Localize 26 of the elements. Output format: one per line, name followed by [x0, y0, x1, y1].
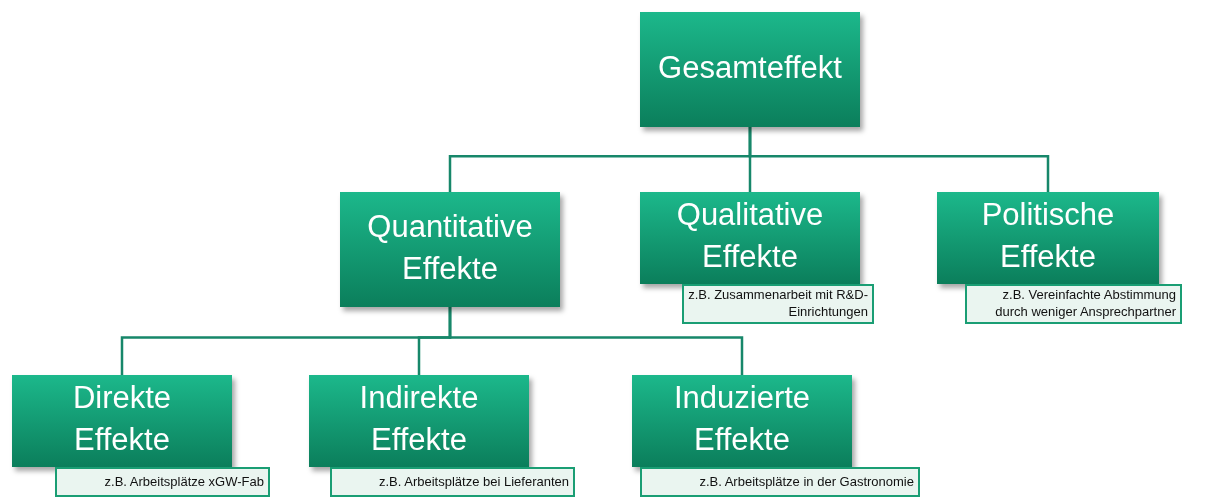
example-text: z.B. Vereinfachte Abstimmung durch weniger Ansprechpartner	[994, 287, 1176, 321]
effect-label: Induzierte Effekte	[672, 379, 812, 459]
example-text: z.B. Zusammenarbeit mit R&D-Einrichtungen	[688, 287, 868, 321]
effect-box	[632, 375, 852, 467]
example-text: z.B. Arbeitsplätze xGW-Fab	[104, 473, 264, 491]
effect-box	[309, 375, 529, 467]
effect-label: Quantitative Effekte	[366, 207, 534, 288]
connector-line	[448, 307, 744, 375]
example-note-box	[55, 467, 270, 497]
effect-label: Qualitative Effekte	[675, 196, 825, 276]
effect-box	[640, 12, 860, 127]
effect-label: Direkte Effekte	[71, 379, 173, 459]
effect-box	[937, 192, 1159, 284]
example-note-box	[965, 284, 1182, 324]
example-note-box	[640, 467, 920, 497]
example-note-box	[682, 284, 874, 324]
example-text: z.B. Arbeitsplätze bei Lieferanten	[378, 473, 569, 491]
connector-line	[748, 127, 1050, 192]
example-note-box	[330, 467, 575, 497]
effect-label: Politische Effekte	[980, 196, 1116, 276]
example-text: z.B. Arbeitsplätze in der Gastronomie	[699, 473, 914, 491]
effect-label: Gesamteffekt	[658, 48, 842, 87]
effect-box	[340, 192, 560, 307]
effect-box	[640, 192, 860, 284]
effect-label: Indirekte Effekte	[358, 379, 480, 459]
effect-box	[12, 375, 232, 467]
